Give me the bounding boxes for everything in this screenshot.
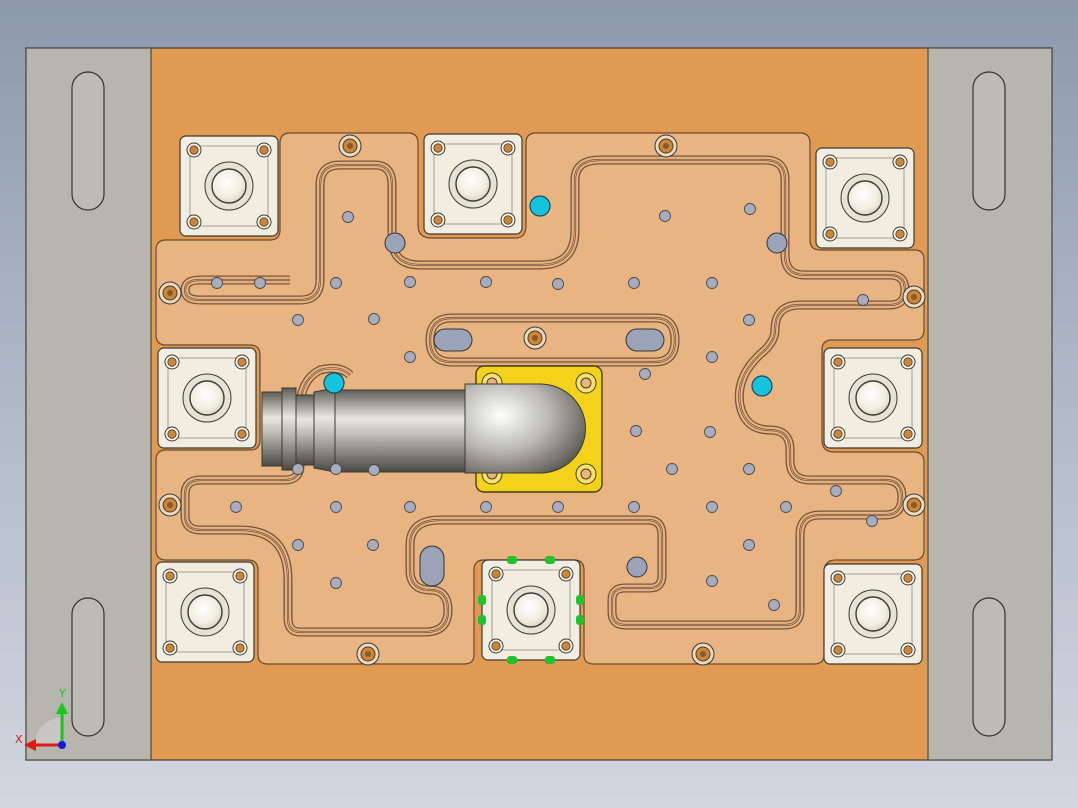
left-slot-top — [71, 71, 105, 211]
screw — [523, 326, 547, 350]
injection-nozzle-icon[interactable] — [261, 383, 587, 474]
ejector-pin-hole — [480, 501, 492, 513]
screw — [356, 642, 380, 666]
ejector-pin-hole — [659, 210, 671, 222]
ejector-pin-hole — [292, 463, 304, 475]
ejector-pin-hole — [639, 368, 651, 380]
bushing-block — [823, 347, 923, 449]
ejector-pin-hole — [552, 278, 564, 290]
screw — [691, 642, 715, 666]
ejector-pin-hole — [743, 539, 755, 551]
screw — [158, 493, 182, 517]
ejector-pin-hole — [706, 277, 718, 289]
guide-hole — [384, 232, 406, 254]
left-slot-bottom — [71, 597, 105, 737]
ejector-pin-hole — [330, 501, 342, 513]
ejector-pin-hole — [857, 294, 869, 306]
ejector-pin-hole — [706, 501, 718, 513]
ejector-pin-hole — [292, 539, 304, 551]
screw — [902, 493, 926, 517]
right-slot-bottom — [972, 597, 1006, 737]
coolant-port-icon — [323, 372, 345, 394]
right-slot-top — [972, 71, 1006, 211]
guide-hole — [626, 556, 648, 578]
ejector-pin-hole — [743, 463, 755, 475]
coolant-port-icon — [529, 195, 551, 217]
screw — [158, 281, 182, 305]
ejector-pin-hole — [780, 501, 792, 513]
ejector-pin-hole — [866, 515, 878, 527]
bushing-block — [157, 347, 257, 449]
axis-x-label: X — [15, 733, 23, 746]
ejector-pin-hole — [704, 426, 716, 438]
ejector-pin-hole — [768, 599, 780, 611]
ejector-pin-hole — [706, 575, 718, 587]
ejector-pin-hole — [552, 501, 564, 513]
ejector-pin-hole — [330, 463, 342, 475]
ejector-pin-hole — [330, 277, 342, 289]
oval-slot — [419, 545, 445, 587]
bushing-blocks — [155, 133, 923, 665]
plate-details — [158, 134, 926, 666]
ejector-pin-hole — [628, 277, 640, 289]
cooling-channels — [180, 155, 910, 637]
ejector-pin-hole — [744, 203, 756, 215]
ejector-pin-hole — [211, 277, 223, 289]
axis-triad[interactable] — [24, 702, 68, 751]
coolant-port-icon — [751, 375, 773, 397]
ejector-pin-hole — [368, 464, 380, 476]
axis-y-label: Y — [59, 687, 66, 700]
ejector-pin-hole — [230, 501, 242, 513]
ejector-pin-hole — [292, 314, 304, 326]
screw — [654, 134, 678, 158]
ejector-pin-hole — [342, 211, 354, 223]
screw — [338, 134, 362, 158]
ejector-pin-hole — [330, 577, 342, 589]
bushing-block — [423, 133, 523, 235]
screw — [902, 285, 926, 309]
left-clamp-plate[interactable] — [25, 47, 152, 761]
ejector-pin-hole — [367, 539, 379, 551]
ejector-pin-hole — [706, 351, 718, 363]
ejector-pin-hole — [404, 351, 416, 363]
bushing-block — [478, 556, 584, 664]
ejector-pin-hole — [666, 463, 678, 475]
ejector-pin-hole — [368, 313, 380, 325]
ejector-pin-hole — [480, 276, 492, 288]
ejector-pin-hole — [830, 485, 842, 497]
right-clamp-plate[interactable] — [927, 47, 1053, 761]
bushing-block — [155, 561, 255, 663]
bushing-block — [815, 147, 915, 249]
oval-slot — [625, 328, 665, 352]
ejector-pin-hole — [628, 501, 640, 513]
ejector-pin-hole — [254, 277, 266, 289]
ejector-pin-hole — [404, 501, 416, 513]
bushing-block — [823, 563, 923, 665]
ejector-pin-hole — [404, 276, 416, 288]
ejector-pin-hole — [630, 425, 642, 437]
guide-hole — [766, 232, 788, 254]
oval-slot — [433, 328, 473, 352]
bushing-block — [179, 135, 279, 237]
ejector-pin-hole — [743, 314, 755, 326]
